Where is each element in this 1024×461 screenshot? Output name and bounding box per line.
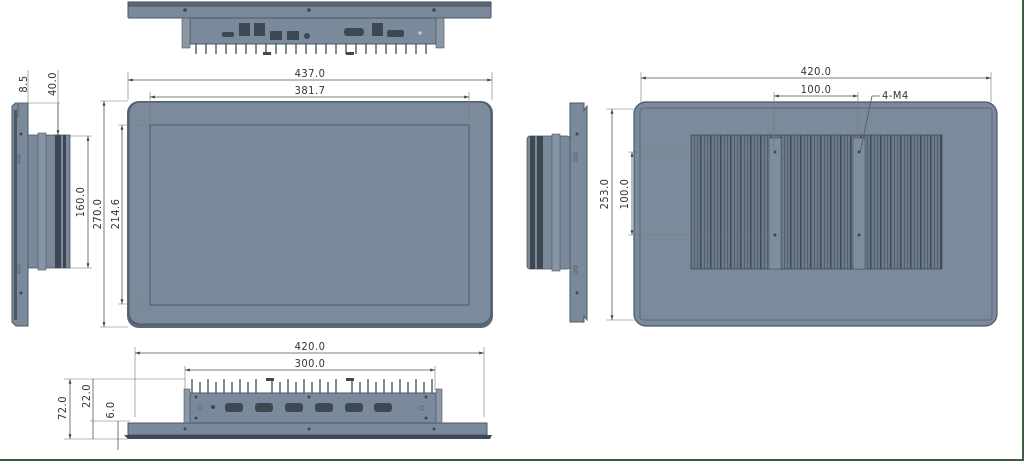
dim-box-width: 300.0 bbox=[295, 357, 326, 370]
mounting-rail bbox=[768, 137, 782, 270]
dim-heatsink-height: 160.0 bbox=[74, 187, 87, 218]
mount-note: 4-M4 bbox=[882, 89, 909, 102]
rear-heatsink bbox=[690, 134, 943, 270]
dc-power-port bbox=[304, 33, 310, 39]
indicator-led bbox=[418, 31, 422, 35]
top-view bbox=[127, 1, 492, 55]
dim-depth: 40.0 bbox=[46, 72, 59, 96]
dim-mount-spacing-v: 100.0 bbox=[618, 179, 631, 210]
com-port bbox=[255, 403, 273, 412]
dim-display-width: 381.7 bbox=[295, 84, 326, 97]
dim-display-height: 214.6 bbox=[109, 199, 122, 230]
left-side-view: 8.5 40.0 160.0 bbox=[11, 70, 92, 327]
usb-port bbox=[254, 23, 265, 36]
com-port bbox=[374, 403, 392, 412]
dim-mount-spacing-h: 100.0 bbox=[801, 83, 832, 96]
display-area bbox=[149, 124, 470, 306]
lan-port bbox=[287, 31, 299, 40]
dim-rear-height: 253.0 bbox=[598, 179, 611, 210]
dim-rear-width: 420.0 bbox=[801, 65, 832, 78]
vga-port bbox=[344, 28, 364, 36]
usb-port bbox=[372, 23, 383, 36]
right-side-view bbox=[526, 102, 588, 323]
hdmi-port bbox=[222, 32, 234, 37]
usb-port bbox=[239, 23, 250, 36]
dim-front-height: 270.0 bbox=[91, 199, 104, 230]
com-port bbox=[315, 403, 333, 412]
rear-view: 420.0 100.0 4-M4 253.0 100.0 bbox=[598, 65, 998, 327]
dim-box-height: 22.0 bbox=[80, 384, 93, 408]
lan-port bbox=[270, 31, 282, 40]
front-view: 437.0 381.7 270.0 214.6 bbox=[91, 67, 493, 328]
dim-bezel-thickness-bottom: 6.0 bbox=[104, 401, 117, 418]
com-port bbox=[387, 30, 404, 37]
com-port bbox=[285, 403, 303, 412]
com-port bbox=[225, 403, 243, 412]
bottom-view: 420.0 300.0 72.0 22.0 6.0 bbox=[56, 340, 492, 450]
dim-bottom-height: 72.0 bbox=[56, 396, 69, 420]
com-ports-bottom bbox=[225, 403, 392, 412]
dim-front-width: 437.0 bbox=[295, 67, 326, 80]
dim-bottom-width: 420.0 bbox=[295, 340, 326, 353]
dim-bezel-thickness: 8.5 bbox=[17, 75, 30, 92]
heatsink-fins-top bbox=[195, 44, 427, 54]
io-ports-top bbox=[222, 23, 422, 40]
mounting-rail bbox=[852, 137, 866, 270]
heatsink-fins-bottom bbox=[191, 379, 433, 393]
com-port bbox=[345, 403, 363, 412]
